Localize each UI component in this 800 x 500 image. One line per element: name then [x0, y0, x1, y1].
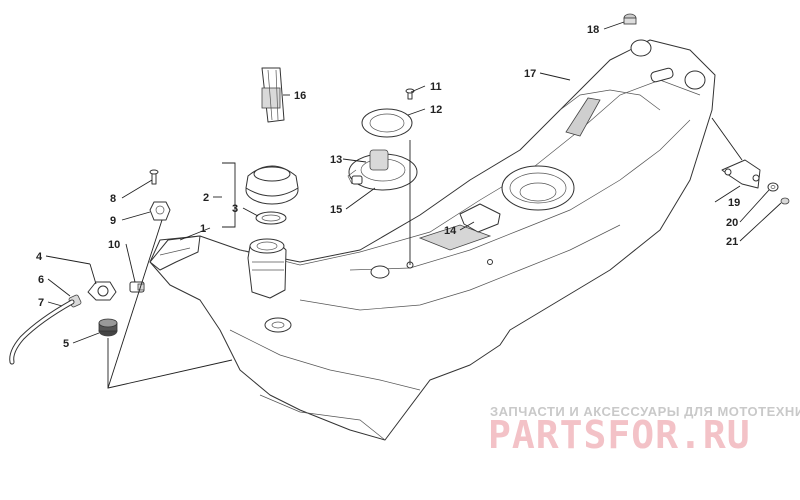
callout-1: 1 — [200, 223, 206, 235]
callout-4: 4 — [36, 251, 43, 263]
breather-hose — [9, 299, 75, 365]
cap-seal — [255, 211, 287, 225]
callout-20: 20 — [726, 217, 738, 229]
watermark-tagline: ЗАПЧАСТИ И АКСЕССУАРЫ ДЛЯ МОТОТЕХНИКИ — [490, 404, 800, 419]
bolt-21 — [780, 197, 790, 205]
callout-14: 14 — [444, 225, 457, 237]
spacer-9 — [149, 201, 171, 221]
cap-18 — [623, 13, 637, 25]
callout-15: 15 — [330, 204, 342, 216]
fuel-cap — [245, 165, 299, 205]
screw-8 — [149, 169, 159, 185]
callout-11: 11 — [430, 81, 442, 93]
sensor-16 — [261, 67, 285, 123]
leader-lines — [45, 21, 782, 389]
watermark: ЗАПЧАСТИ И АКСЕССУАРЫ ДЛЯ МОТОТЕХНИКИ PA… — [488, 404, 800, 457]
rubber-grommet — [98, 318, 118, 337]
fuel-pump — [347, 149, 418, 191]
fuel-tank — [149, 39, 716, 441]
callout-18: 18 — [587, 24, 599, 36]
callout-12: 12 — [430, 104, 442, 116]
watermark-brand: PARTSFOR.RU — [488, 413, 751, 457]
callout-13: 13 — [330, 154, 342, 166]
callout-labels: 1 2 3 4 5 6 7 8 9 10 11 12 13 14 15 16 1… — [36, 24, 740, 350]
bracket-19 — [721, 159, 761, 189]
callout-5: 5 — [63, 338, 69, 350]
callout-7: 7 — [38, 297, 44, 309]
callout-10: 10 — [108, 239, 120, 251]
callout-9: 9 — [110, 215, 116, 227]
callout-16: 16 — [294, 90, 306, 102]
pump-gasket — [361, 108, 413, 138]
callout-21: 21 — [726, 236, 738, 248]
filler-neck — [247, 238, 287, 299]
callout-17: 17 — [524, 68, 536, 80]
callout-3: 3 — [232, 203, 238, 215]
callout-19: 19 — [728, 197, 740, 209]
pump-cover — [459, 203, 501, 233]
tank-left-bracket — [149, 235, 201, 271]
callout-8: 8 — [110, 193, 116, 205]
washer-20 — [767, 182, 779, 192]
screw-11 — [405, 88, 415, 100]
callout-2: 2 — [203, 192, 209, 204]
breather-valve — [87, 281, 117, 301]
callout-6: 6 — [38, 274, 44, 286]
